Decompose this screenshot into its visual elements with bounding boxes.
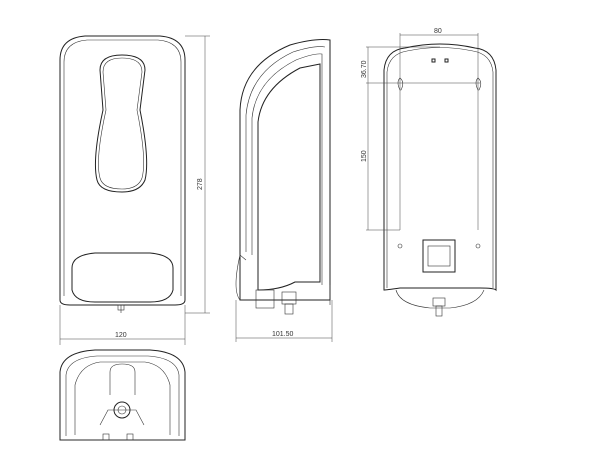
- side-view: [235, 39, 331, 315]
- front-view: [59, 35, 186, 313]
- back-view: [383, 43, 497, 317]
- depth-label: 101.50: [272, 331, 294, 338]
- front-height-dimension: 278: [185, 35, 210, 314]
- width-label: 120: [115, 332, 127, 339]
- front-width-dimension: 120: [59, 305, 186, 345]
- bottom-view: [59, 349, 186, 441]
- hole-vertical-label: 150: [361, 150, 368, 162]
- hole-spacing-label: 80: [434, 28, 442, 35]
- height-label: 278: [197, 178, 204, 190]
- side-depth-dimension: 101.50: [235, 300, 333, 342]
- back-dimensions: 80 36.70 150: [361, 28, 480, 231]
- top-offset-label: 36.70: [361, 60, 368, 78]
